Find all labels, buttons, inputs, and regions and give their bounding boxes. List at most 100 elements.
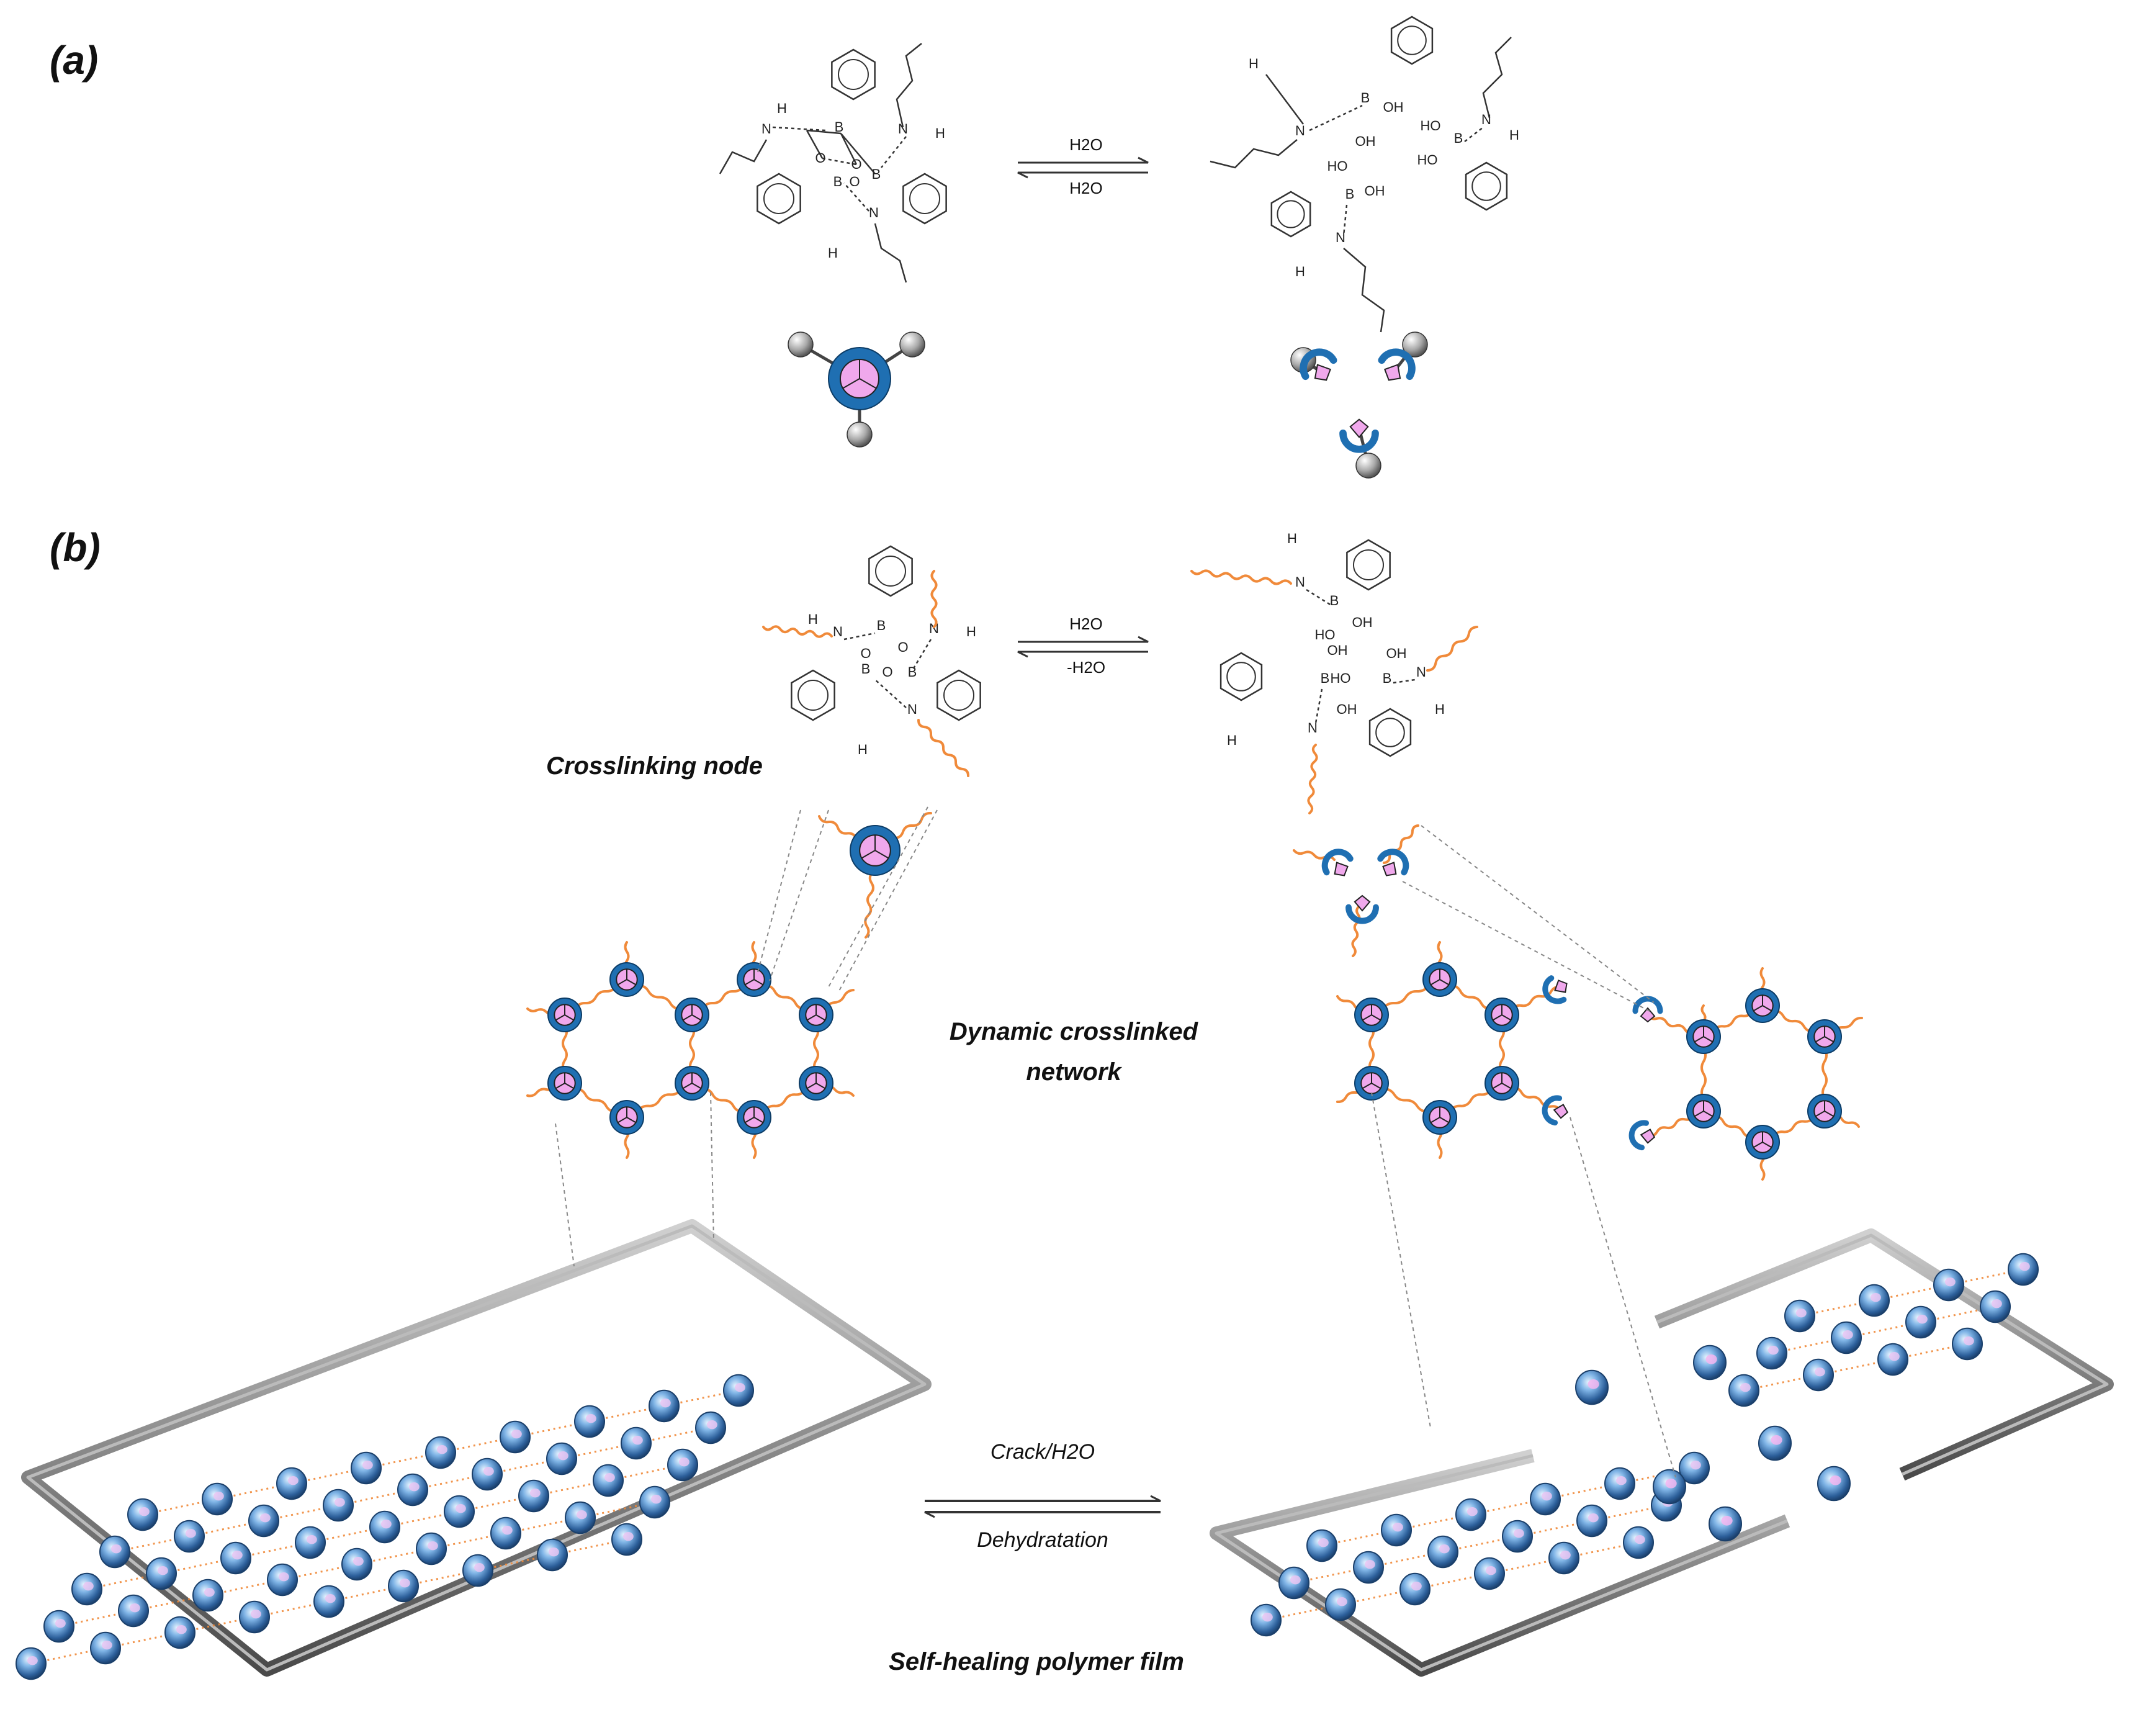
atom-label: N xyxy=(761,121,771,137)
core-divider xyxy=(1703,1036,1713,1043)
fragment-arc xyxy=(1345,904,1379,924)
bead-highlight xyxy=(1290,1575,1301,1585)
bead-highlight xyxy=(549,1548,559,1557)
core-divider xyxy=(1431,1117,1440,1124)
guide-line xyxy=(1570,1117,1676,1478)
core-divider xyxy=(842,378,860,389)
bead-highlight xyxy=(1318,1538,1329,1548)
bead-highlight xyxy=(1635,1535,1645,1544)
bead-highlight xyxy=(1588,1379,1599,1389)
bead-highlight xyxy=(474,1563,485,1572)
aromatic-circle xyxy=(943,680,974,711)
fragment-arc xyxy=(1300,348,1337,381)
bond xyxy=(1314,688,1323,724)
fragment-core xyxy=(1384,364,1401,381)
core-divider xyxy=(1501,1083,1511,1089)
atom-label: B xyxy=(1330,593,1339,608)
polymer-chain xyxy=(762,625,833,638)
bond xyxy=(806,130,824,159)
bead-highlight xyxy=(260,1513,271,1523)
atom-label: HO xyxy=(1331,670,1351,686)
bead-highlight xyxy=(502,1526,513,1535)
bead-highlight xyxy=(1945,1277,1956,1287)
bead-highlight xyxy=(409,1482,420,1492)
bead-highlight xyxy=(1665,1479,1677,1489)
aromatic-circle xyxy=(875,556,906,587)
broken-node-fragment xyxy=(1628,1120,1656,1151)
core-divider xyxy=(753,1117,763,1124)
b-forward-condition: H2O xyxy=(1069,615,1103,633)
atom-label: O xyxy=(849,174,860,189)
atom-label: N xyxy=(869,205,879,220)
node-schematics xyxy=(788,331,1428,957)
film-caption: Self-healing polymer film xyxy=(889,1648,1184,1675)
benzene-ring xyxy=(937,669,981,721)
atom-label: HO xyxy=(1417,152,1438,168)
bead-highlight xyxy=(604,1473,615,1482)
atom-label: HO xyxy=(1327,158,1348,174)
fragment-arc xyxy=(1321,849,1354,876)
core-divider xyxy=(555,1083,565,1089)
atom-label: O xyxy=(851,156,861,172)
core-divider xyxy=(1493,1083,1502,1089)
film-frame-highlight xyxy=(1215,1454,1788,1672)
core-divider xyxy=(564,1083,574,1089)
atom-label: H xyxy=(1249,56,1259,71)
bead-highlight xyxy=(1467,1507,1478,1516)
aromatic-circle xyxy=(838,59,869,90)
fragment-core xyxy=(1554,980,1568,993)
bead-highlight xyxy=(660,1399,671,1408)
benzene-ring xyxy=(831,48,876,101)
alkyl-chain xyxy=(1343,248,1385,333)
fragment-arc xyxy=(1632,996,1663,1014)
atom-label: O xyxy=(897,639,908,655)
atom-label: HO xyxy=(1315,627,1336,642)
fragment-core xyxy=(1349,418,1369,438)
core-divider xyxy=(1824,1036,1834,1043)
film-frame-highlight xyxy=(26,1224,927,1672)
core-divider xyxy=(1493,1014,1502,1021)
core-divider xyxy=(1753,1142,1763,1148)
bead-highlight xyxy=(204,1588,215,1597)
benzene-ring xyxy=(1465,161,1508,211)
benzene-ring xyxy=(1270,191,1311,238)
guide-line xyxy=(757,809,801,975)
bead-highlight xyxy=(213,1492,224,1501)
fragment-arc xyxy=(1542,975,1567,1004)
bead-highlight xyxy=(251,1610,261,1619)
core-divider xyxy=(564,1014,574,1021)
polymer-chain xyxy=(1383,824,1419,864)
equilibrium-arrow-b xyxy=(1017,636,1149,658)
bead-highlight xyxy=(186,1529,196,1538)
benzene-ring xyxy=(1219,652,1263,701)
bead-highlight xyxy=(1560,1551,1571,1560)
network-caption-line2: network xyxy=(1026,1058,1121,1086)
aromatic-circle xyxy=(763,183,794,214)
b-reverse-condition: -H2O xyxy=(1066,658,1106,677)
panel-b-label: (b) xyxy=(50,525,101,570)
bond xyxy=(772,126,826,132)
polymer-chain xyxy=(1307,744,1318,814)
atom-label: OH xyxy=(1386,646,1407,661)
bond xyxy=(1306,588,1332,606)
bead-highlight xyxy=(1768,1346,1779,1355)
core-divider xyxy=(745,979,755,986)
atom-label: H xyxy=(1227,732,1237,748)
core-divider xyxy=(618,979,627,986)
bead-highlight xyxy=(1721,1516,1733,1526)
panel-a-label: (a) xyxy=(50,38,99,83)
bead-highlight xyxy=(362,1461,373,1470)
film-renderings xyxy=(16,1219,2114,1680)
core-divider xyxy=(691,1083,701,1089)
bead-highlight xyxy=(586,1414,596,1423)
network-caption-line1: Dynamic crosslinked xyxy=(949,1018,1198,1045)
core-divider xyxy=(1362,1014,1372,1021)
core-divider xyxy=(1815,1111,1825,1117)
bead-highlight xyxy=(288,1476,299,1485)
guide-line xyxy=(1371,1092,1431,1428)
bead-highlight xyxy=(1262,1613,1273,1622)
guide-line xyxy=(828,806,928,988)
